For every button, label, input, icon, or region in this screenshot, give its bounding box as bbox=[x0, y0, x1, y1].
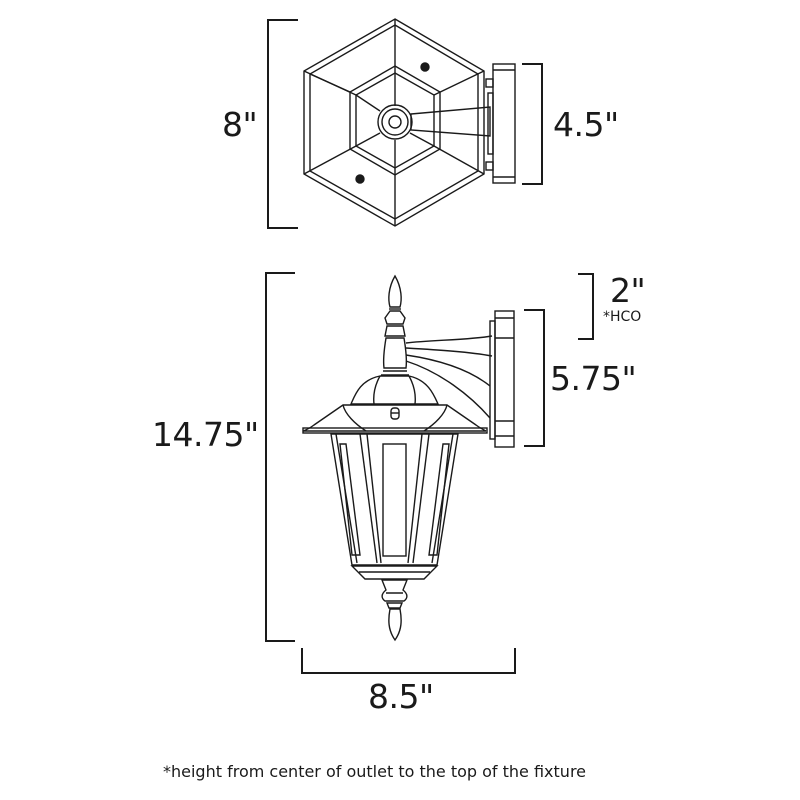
hex-outer bbox=[303, 18, 485, 227]
center-hub bbox=[377, 104, 413, 140]
hco-bracket bbox=[578, 273, 594, 340]
backplate-height-label: 5.75" bbox=[550, 359, 637, 398]
top-height-bracket bbox=[267, 19, 298, 229]
lantern-body bbox=[330, 433, 459, 566]
neck bbox=[382, 337, 408, 369]
screw-icon bbox=[355, 174, 365, 184]
top-height-label: 8" bbox=[222, 105, 258, 144]
screw-icon bbox=[420, 62, 430, 72]
top-backplate-label: 4.5" bbox=[553, 105, 619, 144]
front-backplate bbox=[494, 310, 515, 448]
hex-outer-inner bbox=[309, 24, 479, 220]
finial-bottom bbox=[388, 608, 402, 642]
lantern-base bbox=[350, 565, 439, 580]
hco-label: 2" bbox=[610, 271, 646, 310]
wall-arm bbox=[405, 335, 493, 344]
front-view bbox=[265, 272, 594, 674]
top-backplate bbox=[492, 63, 516, 184]
top-backplate-bracket bbox=[522, 63, 543, 185]
front-backplate-bracket bbox=[524, 309, 545, 447]
hco-note-marker: *HCO bbox=[603, 309, 642, 325]
front-height-bracket bbox=[265, 272, 295, 642]
width-label: 8.5" bbox=[368, 677, 434, 716]
overall-height-label: 14.75" bbox=[152, 415, 259, 454]
footnote: *height from center of outlet to the top… bbox=[163, 762, 587, 781]
top-arm bbox=[410, 106, 491, 137]
top-view bbox=[267, 18, 543, 229]
width-bracket bbox=[301, 648, 516, 674]
roof-rim bbox=[302, 427, 488, 434]
lantern-roof bbox=[349, 375, 440, 405]
finial-top bbox=[388, 274, 402, 308]
